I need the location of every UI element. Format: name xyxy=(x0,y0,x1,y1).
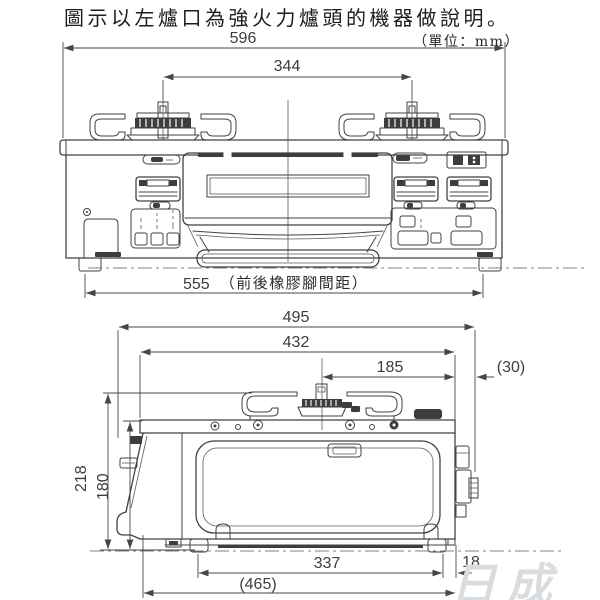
dim-218-label: 218 xyxy=(73,465,90,492)
left-button-3 xyxy=(166,232,180,246)
front-corner-step xyxy=(447,538,456,546)
dim-495-label: 495 xyxy=(283,309,310,326)
side-burner xyxy=(241,383,403,421)
right-slide-switch xyxy=(392,152,428,164)
right-button-panel xyxy=(390,207,497,250)
right-burner xyxy=(338,97,486,141)
grill-window xyxy=(206,174,370,198)
gas-valve xyxy=(455,469,472,504)
unit-note: （單位：mm） xyxy=(413,34,520,50)
side-grate-rear-arm xyxy=(241,391,298,417)
battery-box xyxy=(446,151,487,169)
dim-body-height: 180 xyxy=(95,420,142,549)
right-button-5 xyxy=(450,230,483,246)
left-button-1 xyxy=(134,232,148,246)
dim-555-label: 555（前後橡膠腳間距） xyxy=(183,274,368,293)
right-controls xyxy=(390,151,497,257)
side-grate-front-arm xyxy=(346,391,403,417)
dim-feet-spacing-front: 555（前後橡膠腳間距） xyxy=(84,274,484,298)
back-support xyxy=(165,538,182,548)
side-handle xyxy=(327,443,362,458)
left-foot xyxy=(78,257,102,272)
dim-burner-spacing: 344 xyxy=(162,58,413,100)
dim-overall-width: 596 xyxy=(62,30,506,138)
side-panel xyxy=(195,440,441,534)
side-top-plate xyxy=(139,409,456,434)
side-body xyxy=(116,432,479,553)
right-button-2 xyxy=(397,230,429,246)
dim-18-label: 18 xyxy=(462,554,480,571)
left-panel-marks xyxy=(140,210,174,229)
right-burner-knob xyxy=(393,176,439,202)
watermark-text: 日成 xyxy=(450,559,562,600)
dim-344-label: 344 xyxy=(274,58,301,75)
dim-185-label: 185 xyxy=(377,359,404,376)
rear-foot-bracket xyxy=(215,523,231,540)
front-view: 596 344 xyxy=(59,30,588,298)
dim-overall-depth-feet: (465) xyxy=(142,535,455,598)
grill-knob xyxy=(446,176,492,202)
left-button-2 xyxy=(150,232,164,246)
front-lower-box xyxy=(455,504,467,518)
dim-overall-height: 218 xyxy=(73,392,252,551)
right-button-3 xyxy=(430,232,442,244)
diagram-title: 圖示以左爐口為強火力爐頭的機器做說明。 xyxy=(64,6,511,30)
dim-596-label: 596 xyxy=(230,30,257,47)
left-slide-switch xyxy=(142,154,181,165)
dim-180-label: 180 xyxy=(95,473,112,500)
dim-30-label: (30) xyxy=(497,359,525,376)
right-lock-slide-2 xyxy=(456,201,476,210)
side-view: 495 432 185 (30) xyxy=(73,309,565,598)
dim-465-label: (465) xyxy=(239,576,276,593)
grill-drawer-handle xyxy=(192,230,384,268)
right-lock-slide-1 xyxy=(403,201,423,210)
dim-overall-depth: 495 xyxy=(117,309,476,472)
grill-door xyxy=(182,152,393,226)
left-controls xyxy=(83,154,181,259)
dim-top-depth: 432 xyxy=(139,334,456,446)
left-burner-knob xyxy=(135,176,181,202)
right-foot xyxy=(478,257,502,272)
right-button-1 xyxy=(399,215,416,228)
rear-rubber-foot xyxy=(189,538,209,553)
front-panel-box xyxy=(455,445,470,469)
dim-foot-to-front: 18 xyxy=(455,545,480,578)
dim-337-label: 337 xyxy=(314,555,341,572)
left-button-panel xyxy=(130,208,181,249)
left-burner xyxy=(89,97,237,141)
right-button-4 xyxy=(455,215,472,228)
stove-body xyxy=(65,154,503,259)
grill-section xyxy=(182,151,393,268)
indicator-lamp xyxy=(83,208,91,216)
front-rubber-foot xyxy=(427,538,447,553)
front-foot-bracket xyxy=(423,523,439,540)
dim-feet-spacing-side: 337 xyxy=(197,554,444,578)
corner-compartment xyxy=(83,218,119,259)
dim-front-protrusion: (30) xyxy=(477,359,525,381)
dim-432-label: 432 xyxy=(283,334,310,351)
dim-burner-to-front: 185 xyxy=(323,359,454,381)
